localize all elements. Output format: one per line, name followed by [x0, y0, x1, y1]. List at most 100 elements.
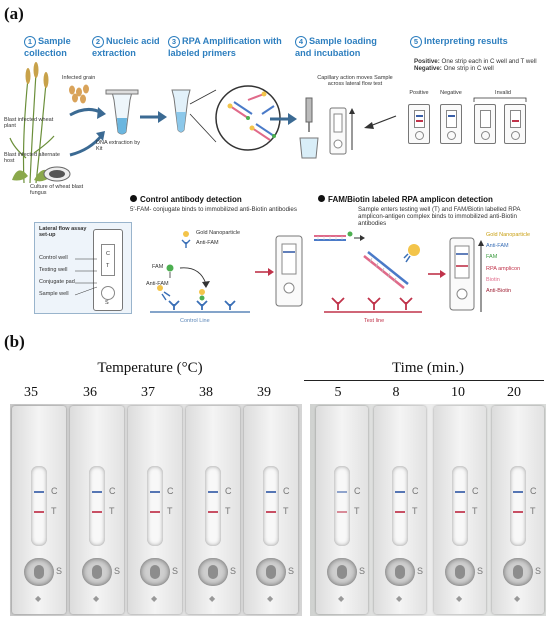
fam-label: FAM [152, 264, 164, 270]
bullet-icon [130, 195, 137, 202]
control-well-label: Control well [39, 255, 68, 261]
lfa-setup-sample-well [101, 286, 115, 300]
test-band [266, 511, 276, 513]
strip-diamond-mark: ◆ [93, 594, 100, 603]
bullet-icon [318, 195, 325, 202]
strip-sample-well [24, 558, 54, 586]
sample-well-label: Sample well [39, 291, 69, 297]
wheat-plant-label: Blast infected wheat plant [4, 117, 54, 130]
grain-icon [69, 84, 89, 104]
lfa-setup-cassette: C T S [93, 229, 123, 311]
flow-arrow-2 [140, 111, 167, 123]
test-band [395, 511, 405, 513]
temp-lane-37: 37 [141, 385, 155, 400]
positive-label: Positive: [414, 58, 440, 65]
strip-diamond-mark: ◆ [396, 594, 403, 603]
panel-b-label: (b) [4, 332, 25, 351]
control-band [208, 491, 218, 493]
negative-text: One strip in C well [443, 65, 494, 73]
step-4-number: 4 [295, 36, 307, 48]
control-band [455, 491, 465, 493]
strip-letter-c: C [472, 486, 479, 496]
strip-letter-t: T [412, 506, 418, 516]
strip-sample-well-inner [150, 565, 160, 579]
strip-sample-well-inner [34, 565, 44, 579]
temp-lane-39: 39 [257, 385, 271, 400]
strip-letter-s: S [56, 566, 63, 576]
conjugate-pad-label: Conjugate pad [39, 279, 75, 285]
strip-result-window [31, 466, 47, 546]
strip-letter-c: C [283, 486, 290, 496]
strip-result-window [392, 466, 408, 546]
legend-anti-biotin: Anti-Biotin [486, 288, 512, 295]
lfa-setup-title: Lateral flow assay set-up [39, 226, 87, 239]
result-negative-label: Negative [440, 90, 462, 96]
strip-diamond-mark: ◆ [514, 594, 521, 603]
control-band [266, 491, 276, 493]
control-band [513, 491, 523, 493]
result-cassette-negative [440, 104, 462, 144]
control-detection-title-text: Control antibody detection [140, 195, 242, 204]
testing-well-label: Testing well [39, 267, 68, 273]
strip-letter-c: C [51, 486, 58, 496]
strip-sample-well [327, 558, 357, 586]
strip-sample-well [503, 558, 533, 586]
negative-label: Negative: [414, 65, 442, 73]
control-band [337, 491, 347, 493]
infected-grain-label: Infected grain [62, 75, 96, 81]
time-title: Time (min.) [392, 360, 464, 376]
legend-biotin: Biotin [486, 276, 500, 283]
strip-diamond-mark: ◆ [35, 594, 42, 603]
strip-result-window [334, 466, 350, 546]
fam-detection-title: FAM/Biotin labeled RPA amplicon detectio… [318, 195, 544, 204]
strip-diamond-mark: ◆ [456, 594, 463, 603]
flow-arrow-3 [270, 113, 297, 125]
strip-sample-well [385, 558, 415, 586]
test-band [208, 511, 218, 513]
temp-lane-38: 38 [199, 385, 213, 400]
step-2-number: 2 [92, 36, 104, 48]
legend-anti-fam: Anti-FAM [486, 243, 509, 250]
test-line-label: Test line [364, 318, 385, 324]
panel-a-label: (a) [4, 4, 24, 23]
extraction-tube-icon [105, 89, 139, 135]
strip-letter-s: S [288, 566, 295, 576]
strip-sample-well-inner [513, 565, 523, 579]
temperature-title: Temperature (°C) [97, 360, 203, 376]
strip-diamond-mark: ◆ [209, 594, 216, 603]
strip-letter-c: C [109, 486, 116, 496]
step-1-title: Sample collection [24, 36, 71, 58]
control-detection-desc: 5'-FAM- conjugate binds to immobilized a… [130, 206, 297, 213]
strip-letter-s: S [417, 566, 424, 576]
strip-result-window [263, 466, 279, 546]
strip-letter-c: C [412, 486, 419, 496]
fam-detection-desc: Sample enters testing well (T) and FAM/B… [358, 206, 521, 228]
control-band [92, 491, 102, 493]
step-2-title: Nucleic acid extraction [92, 36, 160, 58]
anti-fam-label-2: Anti-FAM [146, 281, 169, 287]
extraction-note: DNA extraction by Kit [96, 140, 141, 153]
strip-letter-t: T [109, 506, 115, 516]
strip-sample-well [82, 558, 112, 586]
legend-rpa-amplicon: RPA amplicon [486, 265, 521, 272]
culture-label: Culture of wheat blast fungus [30, 184, 84, 197]
control-band [150, 491, 160, 493]
strip-letter-t: T [283, 506, 289, 516]
strip-result-window [510, 466, 526, 546]
legend-gold: Gold Nanoparticle [486, 232, 531, 238]
control-detection-illustration [150, 231, 303, 313]
strip-letter-s: S [230, 566, 237, 576]
strip-diamond-mark: ◆ [338, 594, 345, 603]
wheat-plant-illustration [9, 62, 55, 184]
result-cassette-invalid-2 [504, 104, 526, 144]
